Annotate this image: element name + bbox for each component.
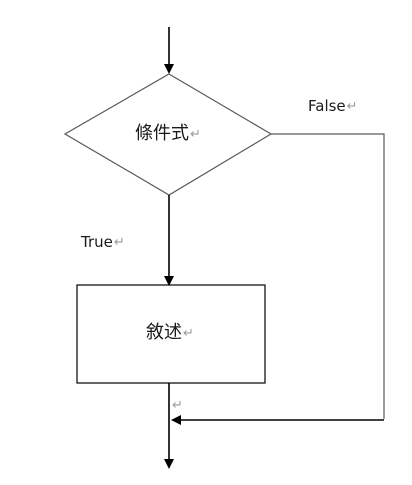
false-branch-label: False ↵ [308, 97, 358, 115]
statement-box [76, 284, 266, 384]
paragraph-mark-icon: ↵ [183, 325, 194, 341]
paragraph-mark-icon: ↵ [346, 98, 358, 114]
statement-label-text: 敘述 [146, 322, 182, 343]
true-branch-label-text: True [81, 233, 113, 251]
paragraph-mark-icon: ↵ [113, 234, 125, 250]
paragraph-mark-icon: ↵ [190, 126, 201, 142]
false-branch-label-text: False [308, 97, 346, 115]
decision-label-text: 條件式 [135, 123, 189, 144]
statement-label: 敘述 ↵ [146, 322, 194, 344]
true-branch-label: True ↵ [81, 233, 125, 251]
paragraph-mark-icon: ↵ [172, 398, 183, 413]
decision-label: 條件式 ↵ [135, 123, 201, 145]
false-branch-path [271, 133, 385, 419]
